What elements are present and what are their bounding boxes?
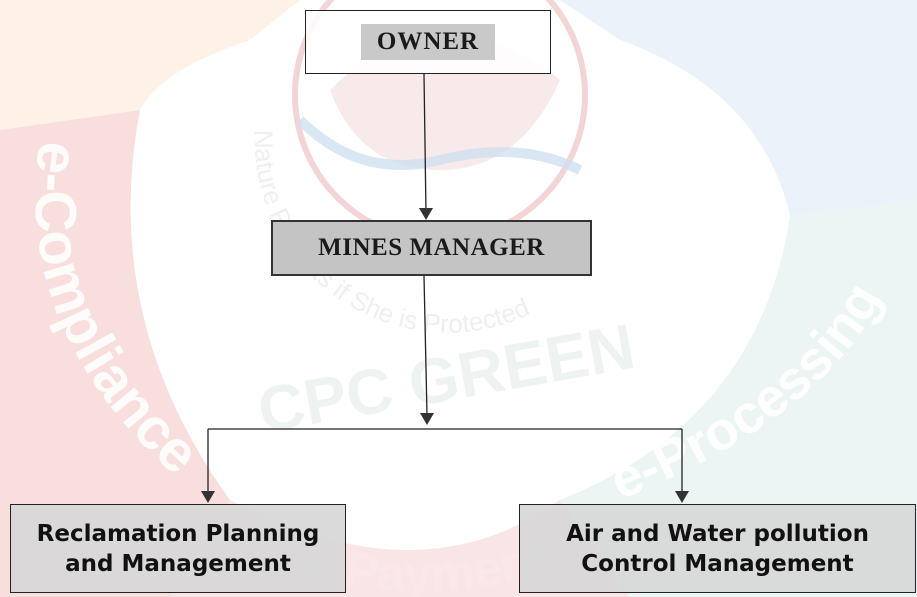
watermark-segment-orange: [0, 0, 300, 130]
watermark-emblem-wave: [296, 116, 583, 175]
pollution-control-line2: Control Management: [581, 550, 854, 577]
mines-manager-box: MINES MANAGER: [271, 220, 592, 276]
owner-label: OWNER: [360, 24, 496, 60]
arrowhead-manager: [419, 208, 433, 220]
watermark-segment-blue: [560, 0, 917, 215]
watermark-segment-red: [0, 110, 230, 597]
pollution-control-box: Air and Water pollution Control Manageme…: [519, 504, 916, 593]
connector-owner-to-manager: [423, 73, 427, 215]
reclamation-planning-box: Reclamation Planning and Management: [10, 504, 346, 593]
pollution-control-line1: Air and Water pollution: [566, 520, 869, 547]
arrowhead-left: [201, 491, 215, 503]
arrowhead-split: [420, 413, 434, 425]
owner-box: OWNER: [305, 10, 551, 74]
connector-manager-to-split: [423, 275, 428, 416]
arrowhead-right: [675, 491, 689, 503]
reclamation-planning-line2: and Management: [65, 550, 291, 577]
watermark-segment-teal: [560, 200, 917, 597]
mines-manager-label: MINES MANAGER: [318, 234, 545, 261]
reclamation-planning-line1: Reclamation Planning: [36, 520, 320, 547]
